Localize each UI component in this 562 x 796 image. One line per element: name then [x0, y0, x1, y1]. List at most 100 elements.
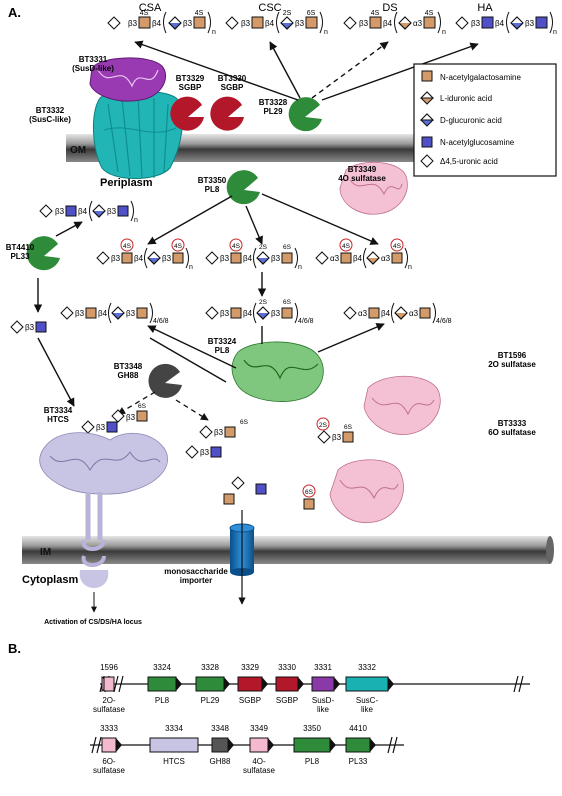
gene-3329 — [237, 676, 263, 692]
gene-3333 — [101, 737, 117, 753]
column-header-ds: DS — [382, 2, 397, 14]
free-glcnac — [255, 483, 267, 495]
legend-glca-swatch-half — [419, 113, 435, 121]
repeat-n: n — [553, 29, 557, 36]
arrow-ha-to-htcs — [37, 337, 75, 407]
gene-id-3332: 3332 — [358, 663, 376, 672]
arrow-pl33-to-ha — [55, 221, 83, 237]
gene-label-3332-line2: like — [361, 705, 374, 714]
legend-glca-label: D-glucuronic acid — [440, 116, 502, 125]
gene-id-3331: 3331 — [314, 663, 332, 672]
linkage-label: α3 — [409, 309, 419, 318]
legend-box: N-acetylgalactosamine L-iduronic acid D-… — [413, 63, 557, 177]
periplasm-ha-chain: β3 β4 β3 n — [39, 200, 138, 224]
linkage-label: β3 — [126, 413, 136, 422]
legend-delta-label: Δ4,5-uronic acid — [440, 157, 498, 166]
gene-label-3349-line1: 4O- — [252, 757, 266, 766]
bt3324-name: BT3324 — [208, 337, 237, 346]
susc-like-protein-structure — [92, 90, 184, 179]
linkage-label: β4 — [381, 309, 391, 318]
om-label: OM — [70, 145, 86, 156]
periplasm-csa-chain: β3 4S β4 β3 4S n — [96, 238, 193, 271]
bt4410-pl33-shape — [26, 236, 61, 271]
bt3329-subtitle: SGBP — [179, 83, 202, 92]
top-chain-csc: β3 β4 β3 n 2S 6S — [225, 10, 328, 36]
importer-label-line2: importer — [180, 576, 212, 585]
linkage-label: β4 — [383, 19, 393, 28]
sulfate-4s-label: 4S — [342, 243, 351, 250]
free-delta-uronic-acid — [231, 476, 245, 490]
repeat-n: n — [442, 29, 446, 36]
bt3331-name: BT3331 — [79, 55, 108, 64]
product-ha-delta: β3 — [81, 420, 118, 434]
bt3348-subtitle: GH88 — [118, 371, 139, 380]
top-chain-ds: β3 β4 α3 n 4S 4S — [343, 10, 446, 36]
panel-a-label: A. — [8, 5, 21, 20]
sulfate-6s-label: 6S — [344, 424, 353, 431]
linkage-label: β3 — [332, 433, 342, 442]
bt3329-name: BT3329 — [176, 74, 205, 83]
gene-id-1596: 1596 — [100, 663, 118, 672]
locus-row-2 — [90, 736, 404, 754]
column-header-csc: CSC — [258, 2, 281, 14]
linkage-label: β3 — [55, 207, 65, 216]
gene-label-4410: PL33 — [349, 757, 368, 766]
gene-label-3328: PL29 — [201, 696, 220, 705]
periplasm-label: Periplasm — [100, 177, 153, 189]
sulfate-6s-label: 6S — [307, 10, 316, 17]
sulfate-2s-label: 2S — [319, 422, 328, 429]
gene-label-3333-line1: 6O- — [102, 757, 116, 766]
bt3348-name: BT3348 — [114, 362, 143, 371]
linkage-label: β3 — [525, 19, 535, 28]
arrow-oligo-to-bt3324 — [149, 337, 227, 383]
bt3333-name: BT3333 — [498, 419, 527, 428]
product-galnac-right: β3 6S — [199, 419, 249, 439]
gene-3334 — [149, 737, 199, 753]
arrow-gh88-left — [117, 391, 156, 415]
arrow-to-ds — [311, 41, 389, 99]
repeat-n: n — [134, 217, 138, 224]
activation-label: Activation of CS/DS/HA locus — [44, 619, 142, 626]
periplasm-csc-chain: β3 4S β4 2S β3 6S n — [205, 238, 302, 271]
linkage-label: β3 — [25, 323, 35, 332]
legend-glcnac-label: N-acetylglucosamine — [440, 138, 515, 147]
linkage-label: β4 — [152, 19, 162, 28]
periplasm-ds-chain: α3 4S β4 α3 4S n — [315, 238, 412, 271]
repeat-n: n — [408, 264, 412, 271]
gene-id-4410: 4410 — [349, 724, 367, 733]
gene-label-1596-line1: 2O- — [102, 696, 116, 705]
linkage-label: β3 — [220, 254, 230, 263]
bt3328-subtitle: PL29 — [263, 107, 283, 116]
linkage-label: β4 — [78, 207, 88, 216]
bt3334-name: BT3334 — [44, 406, 73, 415]
gene-3348 — [211, 737, 229, 753]
repeat-n: n — [298, 264, 302, 271]
bt3333-sulfatase-structure — [329, 459, 404, 524]
free-galnac — [223, 493, 235, 505]
gene-label-3349-line2: sulfatase — [243, 766, 276, 775]
top-chain-ha: β3 β4 β3 n — [455, 11, 557, 36]
bt3330-name: BT3330 — [218, 74, 247, 83]
gene-3332 — [345, 676, 389, 692]
legend-galnac-label: N-acetylgalactosamine — [440, 73, 521, 82]
gene-3350 — [293, 737, 331, 753]
legend-idoa-swatch-half — [419, 91, 435, 99]
linkage-label: β3 — [126, 309, 136, 318]
bt3334-subtitle: HTCS — [47, 415, 69, 424]
sulfate-4s-label: 4S — [140, 10, 149, 17]
repeat-n: n — [324, 29, 328, 36]
sulfate-4s-label: 4S — [425, 10, 434, 17]
gene-label-3333-line2: sulfatase — [93, 766, 126, 775]
susd-like-protein-structure — [89, 57, 167, 102]
gene-label-3350: PL8 — [305, 757, 320, 766]
sulfate-6s-label: 6S — [305, 489, 314, 496]
csc-oligosaccharide: β3 β4 2S β3 6S 4/6/8 — [205, 299, 314, 325]
im-label: IM — [40, 547, 51, 558]
sulfate-4s-label: 4S — [174, 243, 183, 250]
bt3324-subtitle: PL8 — [215, 346, 230, 355]
gene-label-3334: HTCS — [163, 757, 185, 766]
gene-id-3350: 3350 — [303, 724, 321, 733]
gene-3349 — [249, 737, 269, 753]
sulfate-4s-label: 4S — [123, 243, 132, 250]
